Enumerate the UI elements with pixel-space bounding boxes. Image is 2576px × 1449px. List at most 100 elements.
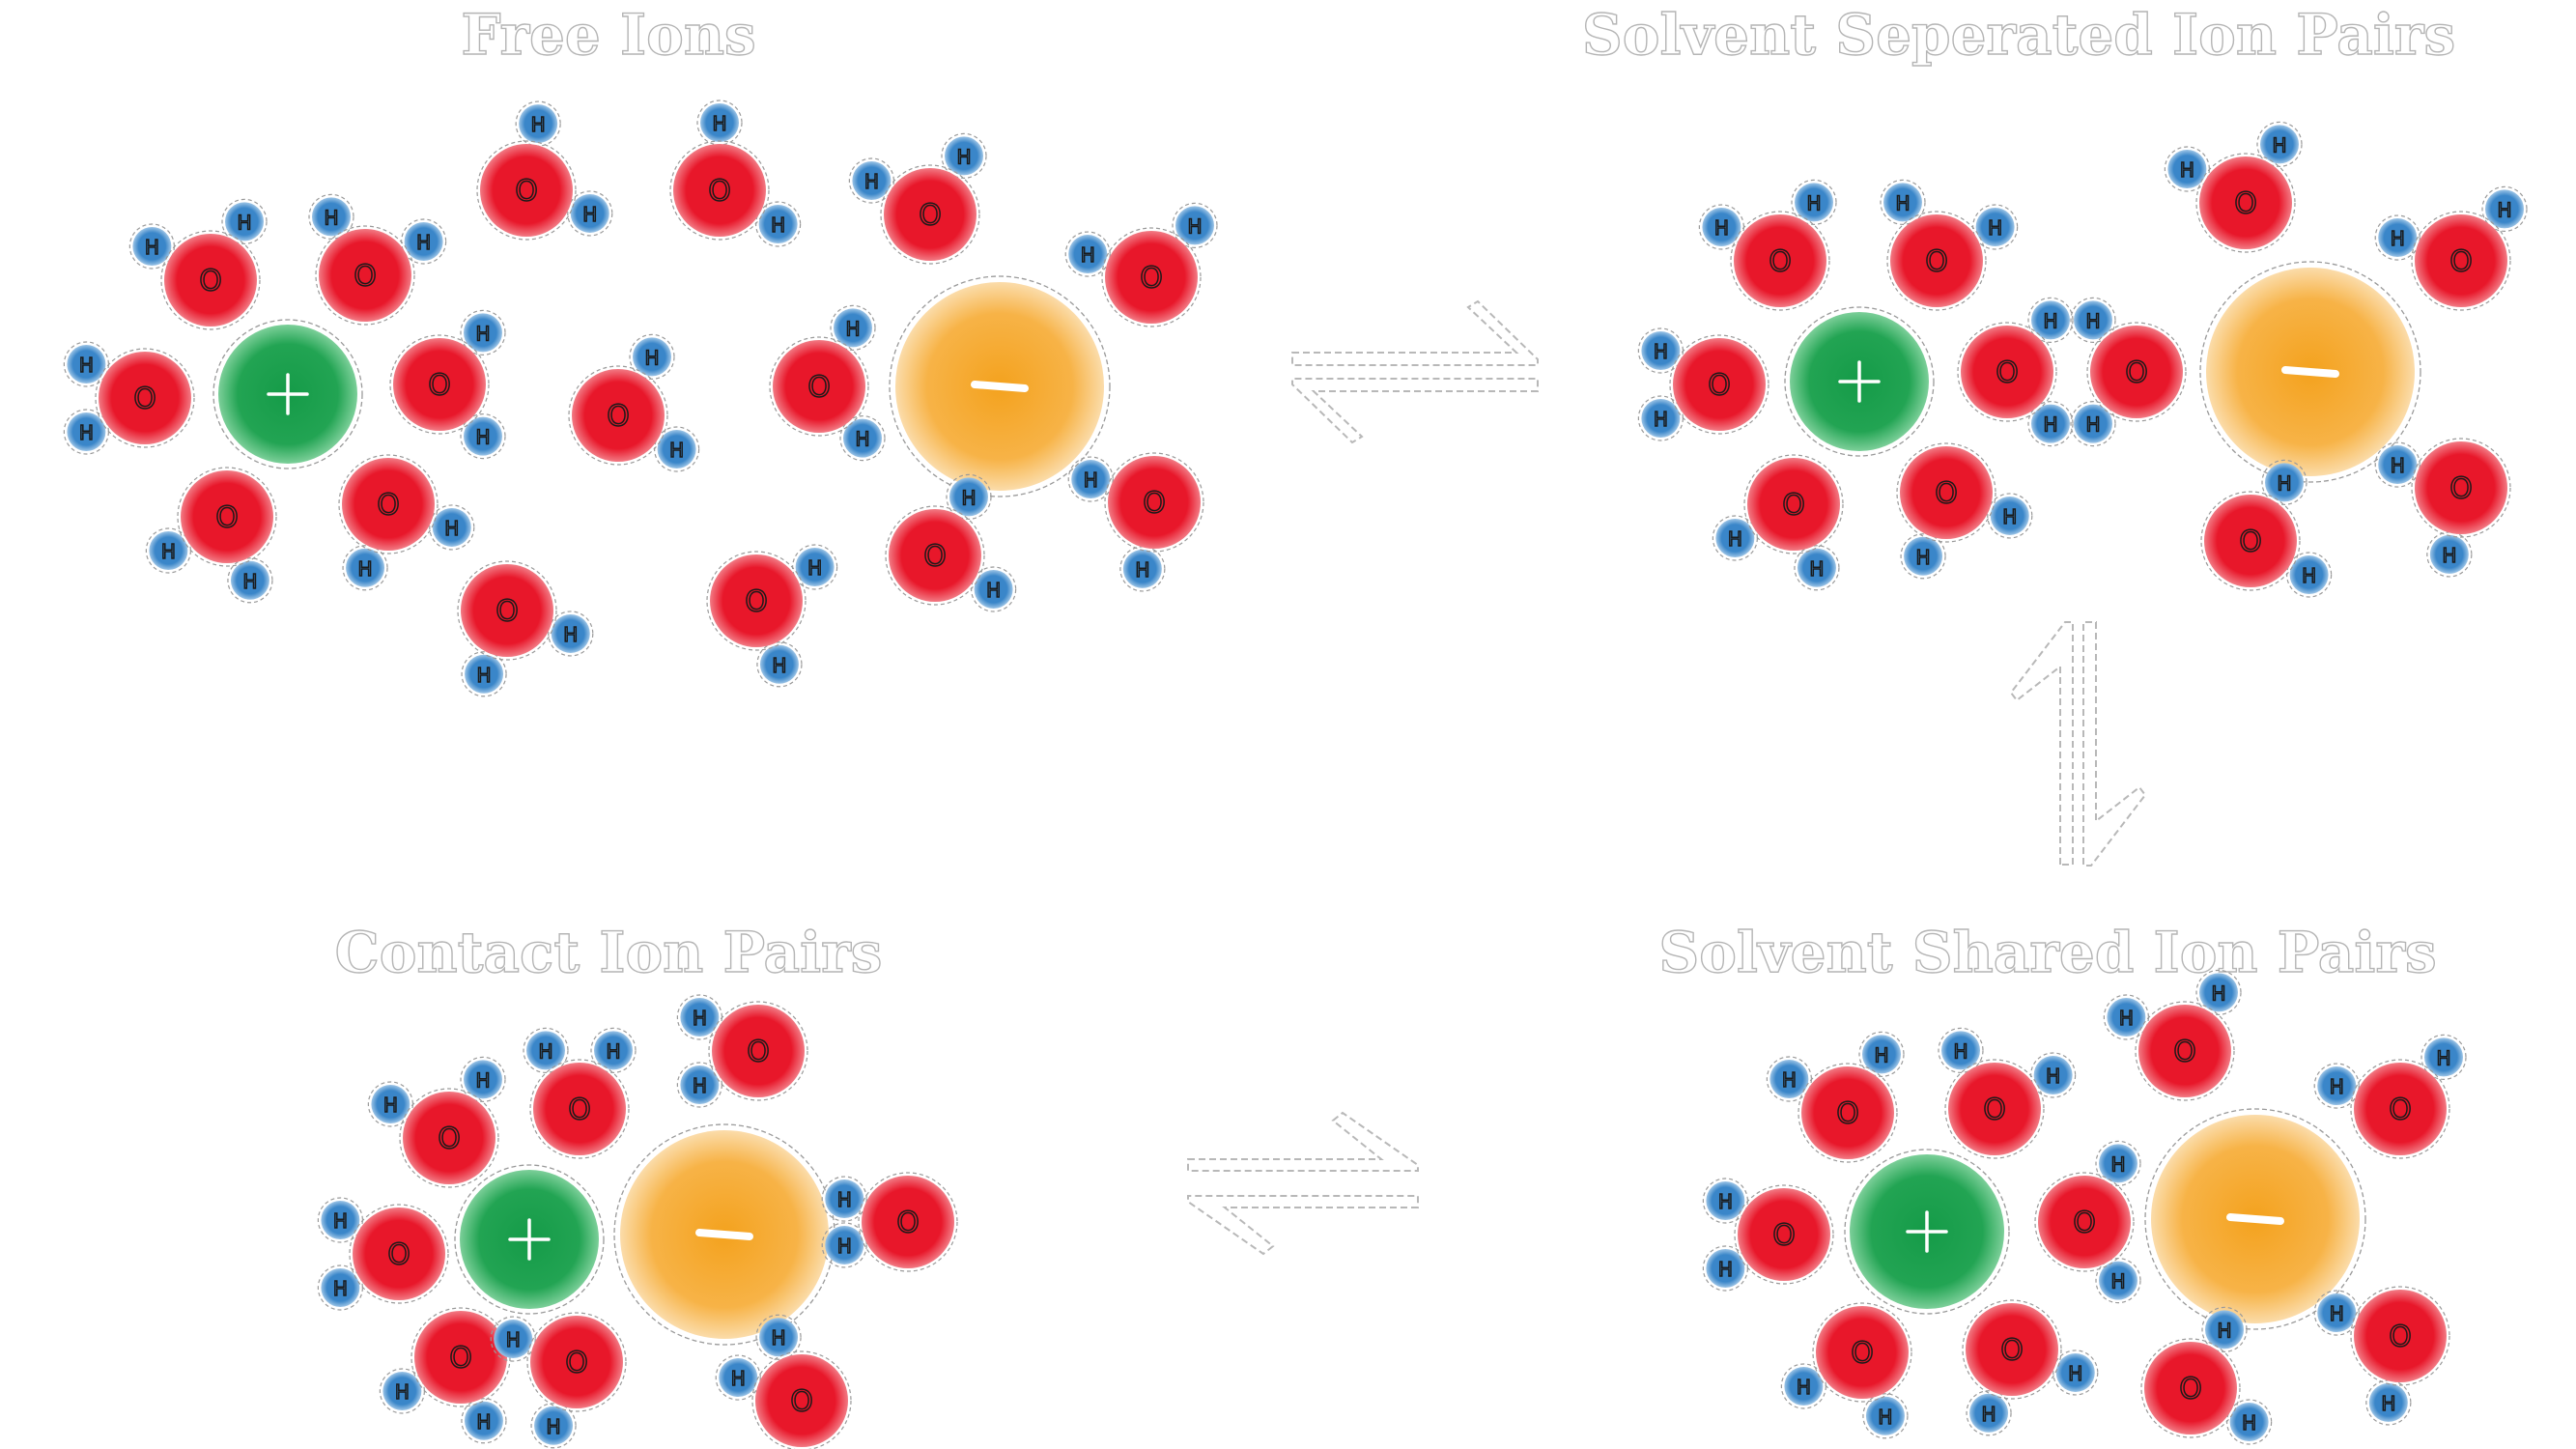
oxygen-atom: O	[1730, 211, 1830, 311]
hydrogen-label: H	[2442, 544, 2456, 567]
hydrogen-atom: H	[401, 218, 447, 265]
oxygen-label: O	[1925, 245, 1948, 279]
water-molecule: HHO	[1962, 1299, 2099, 1436]
hydrogen-atom: H	[1780, 1363, 1826, 1409]
hydrogen-label: H	[1895, 191, 1910, 214]
hydrogen-label: H	[2497, 198, 2511, 221]
water-molecule: HHO	[2374, 185, 2528, 311]
hydrogen-label: H	[2391, 454, 2405, 477]
hydrogen-atom: H	[63, 341, 109, 387]
oxygen-atom: O	[2140, 1338, 2241, 1438]
hydrogen-label: H	[333, 1277, 348, 1300]
oxygen-label: O	[354, 260, 377, 294]
hydrogen-atom: H	[821, 1222, 867, 1268]
hydrogen-atom: H	[461, 1398, 507, 1444]
oxygen-label: O	[199, 265, 222, 298]
hydrogen-label: H	[864, 170, 879, 193]
oxygen-label: O	[2073, 1207, 2096, 1240]
oxygen-atom: O	[399, 1088, 499, 1188]
oxygen-label: O	[1935, 477, 1958, 511]
oxygen-label: O	[790, 1385, 813, 1419]
water-molecule: HHO	[379, 1307, 511, 1444]
hydrogen-atom: H	[460, 1056, 506, 1102]
hydrogen-label: H	[855, 428, 869, 451]
hydrogen-atom: H	[145, 527, 191, 574]
hydrogen-label: H	[333, 1209, 348, 1233]
hydrogen-label: H	[1916, 546, 1931, 569]
hydrogen-atom: H	[530, 1403, 577, 1449]
oxygen-label: O	[568, 1094, 591, 1127]
hydrogen-label: H	[475, 322, 490, 345]
hydrogen-label: H	[2046, 1065, 2060, 1088]
oxygen-label: O	[387, 1238, 410, 1272]
water-molecule: HHO	[2070, 297, 2187, 447]
oxygen-label: O	[2234, 187, 2257, 221]
oxygen-label: O	[495, 595, 519, 629]
oxygen-label: O	[2239, 526, 2262, 559]
water-molecule: HHO	[568, 333, 700, 472]
hydrogen-atom: H	[2052, 1350, 2099, 1396]
hydrogen-atom: H	[548, 611, 594, 657]
oxygen-label: O	[2389, 1321, 2412, 1354]
hydrogen-label: H	[1728, 527, 1742, 551]
oxygen-label: O	[428, 369, 451, 403]
oxygen-label: O	[1708, 369, 1731, 403]
up-half-arrow-icon	[2009, 621, 2074, 866]
hydrogen-atom: H	[461, 651, 507, 697]
oxygen-atom: O	[1798, 1063, 1898, 1163]
hydrogen-atom: H	[1880, 179, 1926, 225]
oxygen-atom: O	[315, 225, 415, 326]
hydrogen-label: H	[242, 570, 257, 593]
oxygen-atom: O	[708, 1001, 808, 1101]
hydrogen-label: H	[2043, 413, 2057, 437]
hydrogen-label: H	[986, 579, 1001, 602]
hydrogen-label: H	[1135, 558, 1149, 582]
hydrogen-label: H	[1988, 216, 2002, 240]
hydrogen-atom: H	[2070, 297, 2116, 343]
hydrogen-atom: H	[2226, 1399, 2273, 1445]
hydrogen-label: H	[1874, 1043, 1888, 1066]
anion	[2144, 1108, 2366, 1330]
hydrogen-atom: H	[1637, 395, 1684, 441]
hydrogen-label: H	[771, 213, 785, 237]
hydrogen-label: H	[2119, 1007, 2134, 1030]
hydrogen-atom: H	[676, 1062, 722, 1108]
hydrogen-label: H	[2330, 1075, 2344, 1098]
oxygen-atom: O	[858, 1172, 958, 1272]
forward-half-arrow-icon	[1291, 299, 1539, 366]
hydrogen-atom: H	[317, 1197, 363, 1243]
water-molecule: HHO	[457, 560, 594, 697]
water-molecule: HHO	[367, 1056, 506, 1188]
hydrogen-atom: H	[839, 415, 886, 462]
hydrogen-label: H	[161, 540, 176, 563]
water-molecule: HHO	[1957, 297, 2074, 447]
hydrogen-label: H	[538, 1039, 552, 1063]
hydrogen-atom: H	[308, 193, 354, 240]
hydrogen-label: H	[1084, 469, 1098, 492]
reverse-half-arrow-icon	[1291, 378, 1539, 444]
hydrogen-atom: H	[460, 309, 506, 355]
oxygen-atom: O	[410, 1307, 511, 1407]
water-molecule: H H O	[317, 1197, 449, 1311]
oxygen-atom: O	[95, 348, 195, 448]
oxygen-atom: O	[1734, 1184, 1834, 1285]
hydrogen-label: H	[2381, 1392, 2395, 1415]
hydrogen-label: H	[1654, 408, 1668, 431]
cation	[212, 319, 363, 469]
oxygen-atom: O	[1101, 227, 1202, 327]
hydrogen-label: H	[1797, 1376, 1811, 1399]
hydrogen-atom: H	[821, 1176, 867, 1222]
oxygen-label: O	[1143, 487, 1166, 521]
hydrogen-atom: H	[2313, 1290, 2360, 1336]
oxygen-label: O	[133, 383, 156, 416]
oxygen-atom: O	[529, 1059, 630, 1159]
hydrogen-atom: H	[830, 304, 876, 351]
water-molecule: HHO	[2313, 1286, 2450, 1426]
hydrogen-label: H	[475, 1068, 490, 1092]
hydrogen-atom: H	[221, 198, 268, 244]
hydrogen-label: H	[2110, 1152, 2125, 1176]
oxygen-atom: O	[526, 1312, 627, 1412]
